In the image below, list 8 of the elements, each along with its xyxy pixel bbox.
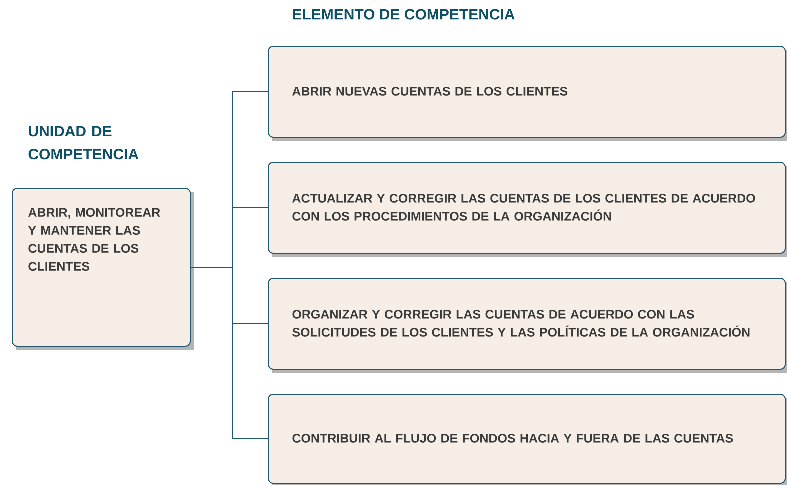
connector [190,267,268,440]
element-box: ACTUALIZAR Y CORREGIR LAS CUENTAS DE LOS CLIENTES DE ACUERDO CON LOS PROCEDIMIENTOS DE LA ORGANIZACIÓN [268,162,787,257]
element-box: ORGANIZAR Y CORREGIR LAS CUENTAS DE ACUERDO CON LAS SOLICITUDES DE LOS CLIENTES Y LAS POLÍTICAS DE LA ORGANIZACIÓN [268,278,787,373]
element-box: ABRIR NUEVAS CUENTAS DE LOS CLIENTES [268,46,787,141]
unit-box: ABRIR, MONITOREAR Y MANTENER LAS CUENTAS DE LOS CLIENTES [12,188,194,350]
heading: UNIDAD DE COMPETENCIA [28,126,139,160]
element-box: CONTRIBUIR AL FLUJO DE FONDOS HACIA Y FUERA DE LAS CUENTAS [268,394,787,485]
heading: ELEMENTO DE COMPETENCIA [293,9,515,20]
